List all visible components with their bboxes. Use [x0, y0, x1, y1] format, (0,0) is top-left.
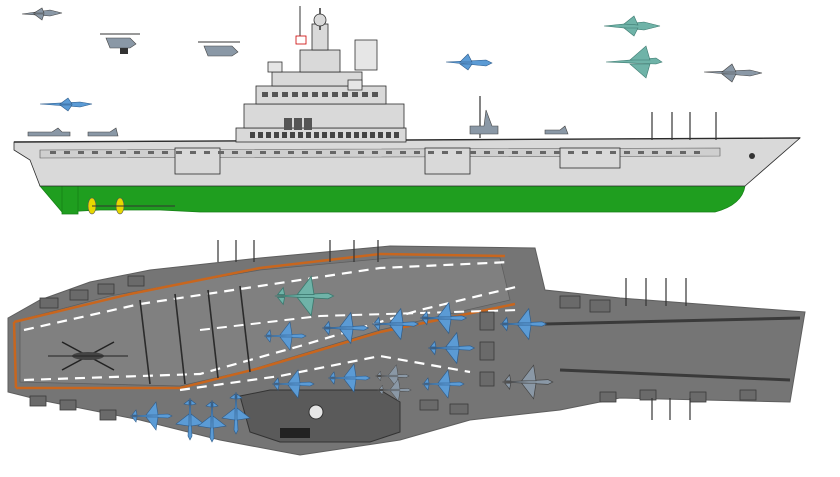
deck-antennas: [217, 240, 691, 420]
airborne-aircraft: [21, 7, 763, 112]
fighter-jet-icon: [703, 63, 763, 83]
deck-centerline: [199, 309, 521, 331]
fighter-jet-icon: [421, 369, 465, 399]
side-deck-aircraft: [27, 109, 569, 137]
catapult-track: [544, 316, 801, 326]
fighter-jet-icon: [372, 307, 420, 341]
fighter-jet-icon: [221, 391, 251, 435]
radar-mast-icon: [267, 6, 378, 91]
helicopter-icon: [48, 341, 128, 371]
underwater-hull: [39, 185, 746, 213]
deck-edge-equipment: [29, 275, 757, 421]
fighter-jet-icon: [375, 364, 410, 388]
deck-antennas: [479, 96, 717, 140]
fighter-jet-icon: [129, 401, 173, 431]
catapult-track: [559, 368, 791, 382]
flight-deck-plan-view: [7, 240, 806, 456]
hull-side: [13, 137, 802, 187]
fighter-jet-icon: [271, 369, 315, 399]
fighter-jet-icon: [445, 53, 493, 71]
fighter-jet-icon: [377, 378, 412, 402]
radar-mast-icon: [308, 404, 324, 420]
fighter-jet-icon: [263, 321, 307, 351]
deck-edge-marking: [12, 321, 18, 389]
hull-portholes: [50, 151, 700, 154]
fighter-jet-icon: [197, 399, 227, 443]
fighter-jet-icon: [39, 97, 93, 112]
rudder: [61, 185, 79, 215]
arresting-wires: [139, 285, 251, 385]
deck-edge-marking: [13, 252, 506, 324]
sponson-mid: [424, 147, 471, 175]
fighter-jet-icon: [274, 275, 335, 317]
fighter-jet-icon: [322, 311, 370, 345]
sponson-fwd: [559, 147, 621, 169]
fighter-jet-icon: [603, 15, 661, 37]
fighter-jet-icon: [175, 397, 205, 441]
deck-centerline: [23, 284, 521, 382]
sponson-aft: [174, 147, 221, 175]
island-superstructure: [235, 23, 407, 143]
fighter-jet-icon: [21, 7, 63, 21]
deck-aircraft: [129, 275, 554, 443]
fighter-jet-icon: [327, 363, 371, 393]
helicopter-icon: [100, 33, 140, 54]
anchor-icon: [749, 153, 755, 159]
propeller-icon: [87, 197, 175, 215]
fighter-jet-icon: [502, 364, 554, 400]
side-profile-view: [13, 6, 802, 215]
fighter-jet-icon: [420, 301, 468, 335]
fighter-jet-icon: [500, 307, 548, 341]
deck-centerline: [23, 260, 511, 332]
fighter-jet-icon: [605, 45, 663, 79]
helicopter-icon: [198, 41, 240, 57]
fighter-jet-icon: [428, 331, 476, 365]
